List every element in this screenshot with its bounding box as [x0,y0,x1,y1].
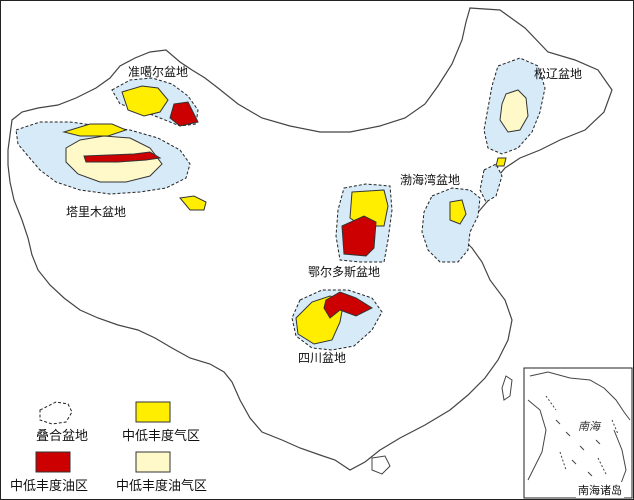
legend-label-oil: 中低丰度油区 [10,479,89,494]
songliao-oil-gas [499,89,529,133]
gas-areas [62,85,507,345]
label-tarim: 塔里木盆地 [66,205,127,219]
hainan-island [371,455,391,475]
ordos-gas [349,189,389,227]
inset-land-left [527,399,547,481]
inset-frame [523,367,633,499]
legend-swatch-dashed [39,401,73,425]
label-ordos: 鄂尔多斯盆地 [308,265,381,279]
legend-swatch-oil [35,451,71,473]
inset-land-right [613,429,627,487]
legend-label-gas: 中低丰度气区 [122,429,201,444]
inset-sea-label: 南海 [578,420,600,433]
inset-title: 南海诸岛 [576,482,624,498]
label-junggar: 准噶尔盆地 [128,65,189,79]
tarim-north-gas [62,123,128,137]
taiwan-island [501,375,513,401]
legend-swatch-gas [135,401,171,423]
label-songliao: 松辽盆地 [534,67,583,81]
china-outline [7,7,613,471]
bohai-gas [449,199,467,225]
inset-islands [555,419,601,477]
legend-label-oil-gas: 中低丰度油气区 [116,479,208,494]
inset-coast [529,371,631,421]
sichuan-oil [323,291,374,319]
label-sichuan: 四川盆地 [298,351,347,365]
south-sea-inset [523,367,633,499]
ordos-oil [341,215,377,257]
junggar-oil [169,101,199,127]
qaidam-gas [179,195,207,211]
label-bohai-bay: 渤海湾盆地 [400,173,461,187]
bohai-small-gas [495,157,507,167]
bohai-basin-area [421,187,481,263]
inset-dashed-line [545,395,619,475]
legend-swatch-oil-gas [135,451,171,473]
junggar-gas [121,85,169,117]
legend-swatches [35,401,171,473]
oil-areas [83,101,377,319]
bohai-north-area [479,163,503,203]
legend-label-composite-basin: 叠合盆地 [36,429,89,444]
tarim-oil [83,151,162,163]
